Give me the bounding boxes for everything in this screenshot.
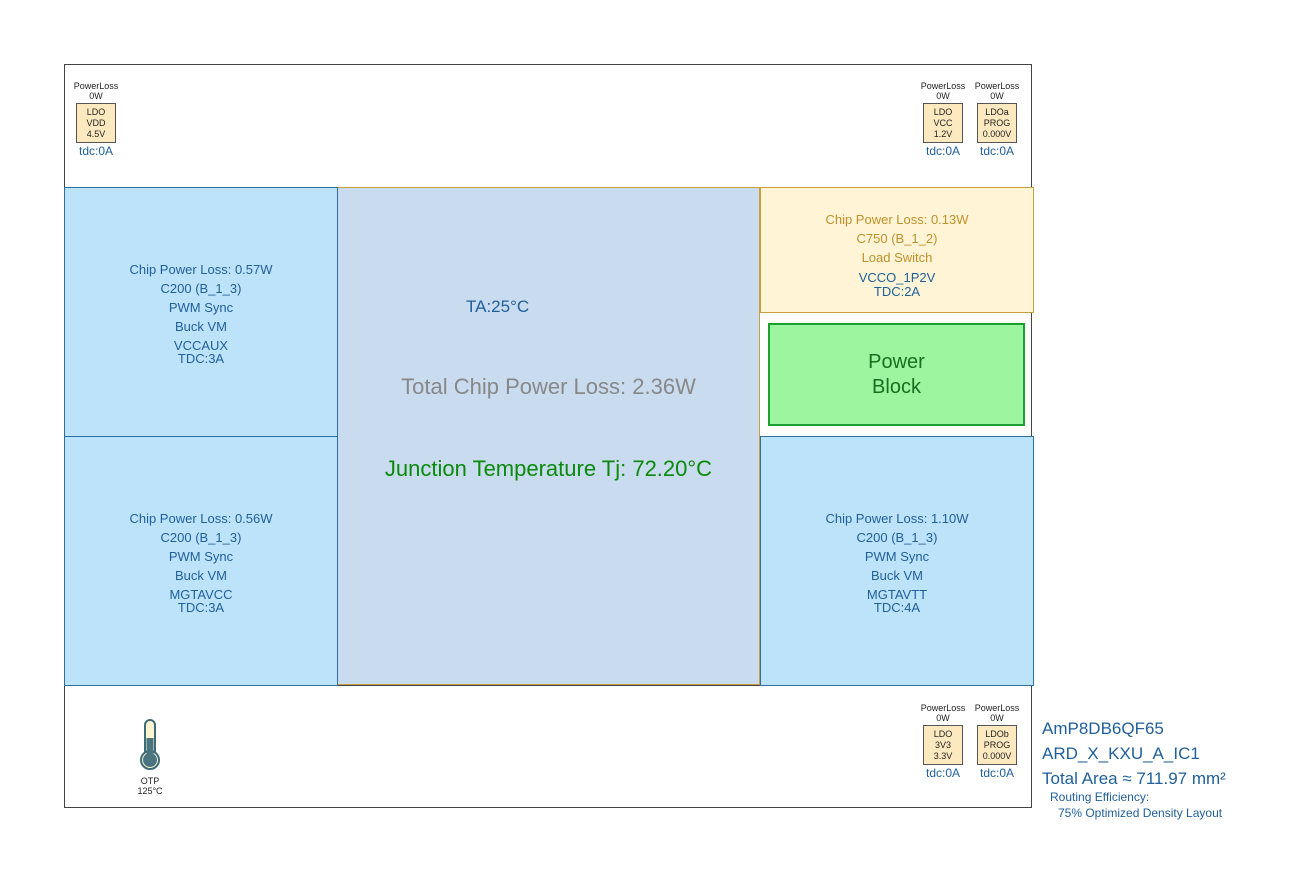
block-type: Load Switch — [861, 250, 933, 265]
ldo-tdc: tdc:0A — [925, 766, 961, 780]
ldo-powerloss-value: 0W — [89, 91, 103, 101]
ldo-powerloss-label: PowerLoss — [920, 703, 966, 713]
divider-bottom — [64, 685, 1032, 686]
block-loss: Chip Power Loss: 1.10W — [825, 510, 969, 526]
total-power-loss: Total Chip Power Loss: 2.36W — [401, 374, 696, 399]
chip-core — [337, 187, 760, 685]
block-part: C750 (B_1_2) — [856, 231, 938, 246]
block-rail: MGTAVCC — [169, 586, 233, 602]
ldo-tdc: tdc:0A — [78, 144, 114, 158]
ldo-tdc: tdc:0A — [979, 766, 1015, 780]
block-rail: VCCO_1P2V — [858, 270, 936, 285]
ldo-powerloss-value: 0W — [990, 713, 1004, 723]
ldo-powerloss-label: PowerLoss — [920, 81, 966, 91]
block-mode: PWM Sync — [168, 548, 234, 564]
block-mgtavtt[interactable]: Chip Power Loss: 1.10W C200 (B_1_3) PWM … — [760, 436, 1034, 686]
block-tdc: TDC:3A — [177, 350, 225, 366]
routing-value: 75% Optimized Density Layout — [1058, 806, 1223, 820]
power-block[interactable]: Power Block — [768, 323, 1025, 426]
block-mode: PWM Sync — [864, 548, 930, 564]
otp-label: OTP — [140, 776, 160, 786]
ldo-powerloss-label: PowerLoss — [73, 81, 119, 91]
block-rail: VCCAUX — [173, 337, 229, 353]
ldo-powerloss-value: 0W — [936, 713, 950, 723]
total-area: Total Area ≈ 711.97 mm² — [1042, 769, 1226, 788]
ldo-powerloss-value: 0W — [990, 91, 1004, 101]
thermometer-icon — [140, 719, 160, 770]
routing-label: Routing Efficiency: — [1050, 790, 1150, 804]
ldo-powerloss-label: PowerLoss — [974, 703, 1020, 713]
block-mgtavcc[interactable]: Chip Power Loss: 0.56W C200 (B_1_3) PWM … — [64, 436, 338, 686]
power-block-label: Power — [868, 350, 925, 373]
otp-indicator: OTP 125°C — [126, 718, 174, 796]
ambient-temp: TA:25°C — [466, 297, 530, 316]
part-number: AmP8DB6QF65 — [1042, 719, 1164, 738]
block-type: Buck VM — [870, 567, 923, 583]
block-mode: PWM Sync — [168, 299, 234, 315]
otp-temp: 125°C — [137, 786, 163, 796]
block-type: Buck VM — [174, 567, 227, 583]
block-rail: MGTAVTT — [866, 586, 928, 602]
design-name: ARD_X_KXU_A_IC1 — [1042, 744, 1200, 763]
block-tdc: TDC:4A — [873, 599, 921, 615]
junction-temp: Junction Temperature Tj: 72.20°C — [384, 456, 713, 481]
ldo-powerloss-label: PowerLoss — [974, 81, 1020, 91]
ldo-tdc: tdc:0A — [979, 144, 1015, 158]
block-loss: Chip Power Loss: 0.57W — [129, 261, 273, 277]
block-vccaux[interactable]: Chip Power Loss: 0.57W C200 (B_1_3) PWM … — [64, 187, 338, 437]
block-vcco[interactable]: Chip Power Loss: 0.13W C750 (B_1_2) Load… — [760, 187, 1034, 313]
power-block-label: Block — [872, 375, 921, 398]
block-loss: Chip Power Loss: 0.56W — [129, 510, 273, 526]
block-loss: Chip Power Loss: 0.13W — [825, 212, 969, 227]
ldo-tdc: tdc:0A — [925, 144, 961, 158]
block-part: C200 (B_1_3) — [160, 280, 242, 296]
block-tdc: TDC:2A — [873, 284, 921, 299]
ldo-powerloss-value: 0W — [936, 91, 950, 101]
block-type: Buck VM — [174, 318, 227, 334]
block-part: C200 (B_1_3) — [160, 529, 242, 545]
block-part: C200 (B_1_3) — [856, 529, 938, 545]
block-tdc: TDC:3A — [177, 599, 225, 615]
